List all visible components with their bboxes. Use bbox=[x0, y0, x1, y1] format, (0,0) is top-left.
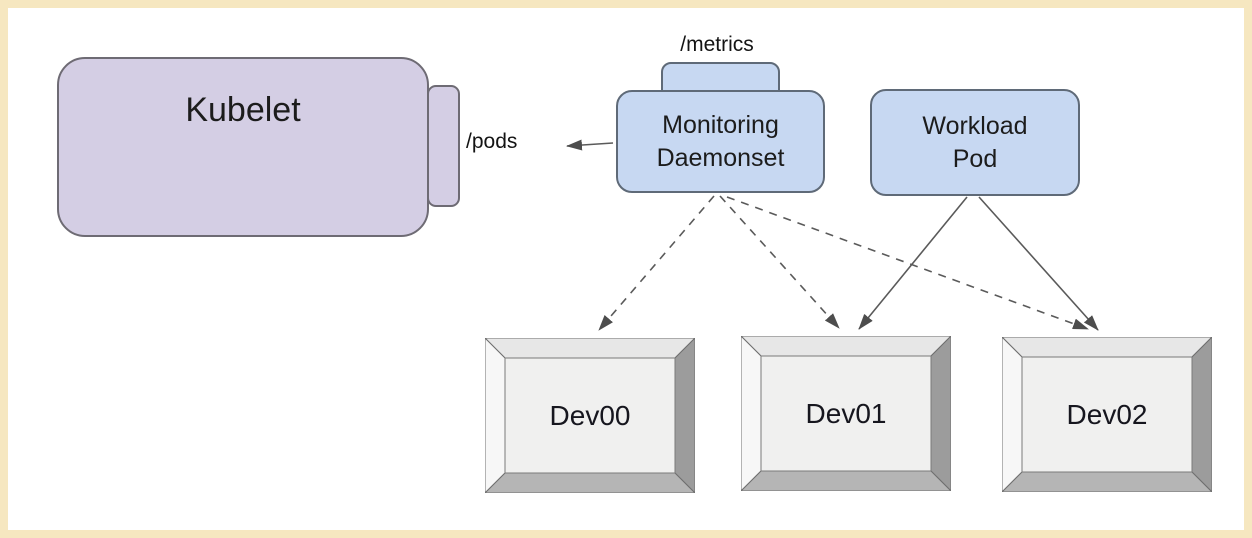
device-label: Dev01 bbox=[805, 397, 887, 429]
edge-monitoring-to-dev01 bbox=[719, 195, 840, 329]
device-label: Dev02 bbox=[1066, 398, 1148, 430]
edge-workload-to-dev01 bbox=[858, 196, 968, 330]
monitoring-daemonset-label-line1: Monitoring bbox=[662, 110, 779, 139]
kubelet-pods-tab bbox=[427, 85, 460, 207]
workload-pod-node: Workload Pod bbox=[870, 89, 1080, 196]
device-frame bbox=[1002, 337, 1212, 492]
kubelet-label: Kubelet bbox=[185, 91, 301, 129]
device-node-dev00: Dev00 bbox=[485, 338, 695, 493]
device-node-dev02: Dev02 bbox=[1002, 337, 1212, 492]
device-frame bbox=[741, 336, 951, 491]
monitoring-daemonset-node: Monitoring Daemonset bbox=[616, 90, 825, 193]
edge-workload-to-dev02 bbox=[978, 196, 1099, 331]
workload-pod-label-line2: Pod bbox=[952, 144, 998, 173]
edge-monitoring-to-pods bbox=[566, 139, 614, 151]
kubelet-node: Kubelet bbox=[57, 57, 429, 237]
metrics-endpoint-label: /metrics bbox=[680, 33, 754, 56]
workload-pod-label-line1: Workload bbox=[922, 111, 1028, 140]
device-frame bbox=[485, 338, 695, 493]
edge-monitoring-to-dev00 bbox=[598, 195, 715, 331]
edge-monitoring-to-dev02 bbox=[726, 196, 1089, 330]
device-label: Dev00 bbox=[549, 399, 631, 431]
monitoring-daemonset-label-line2: Daemonset bbox=[656, 143, 785, 172]
device-node-dev01: Dev01 bbox=[741, 336, 951, 491]
pods-endpoint-label: /pods bbox=[466, 130, 518, 153]
